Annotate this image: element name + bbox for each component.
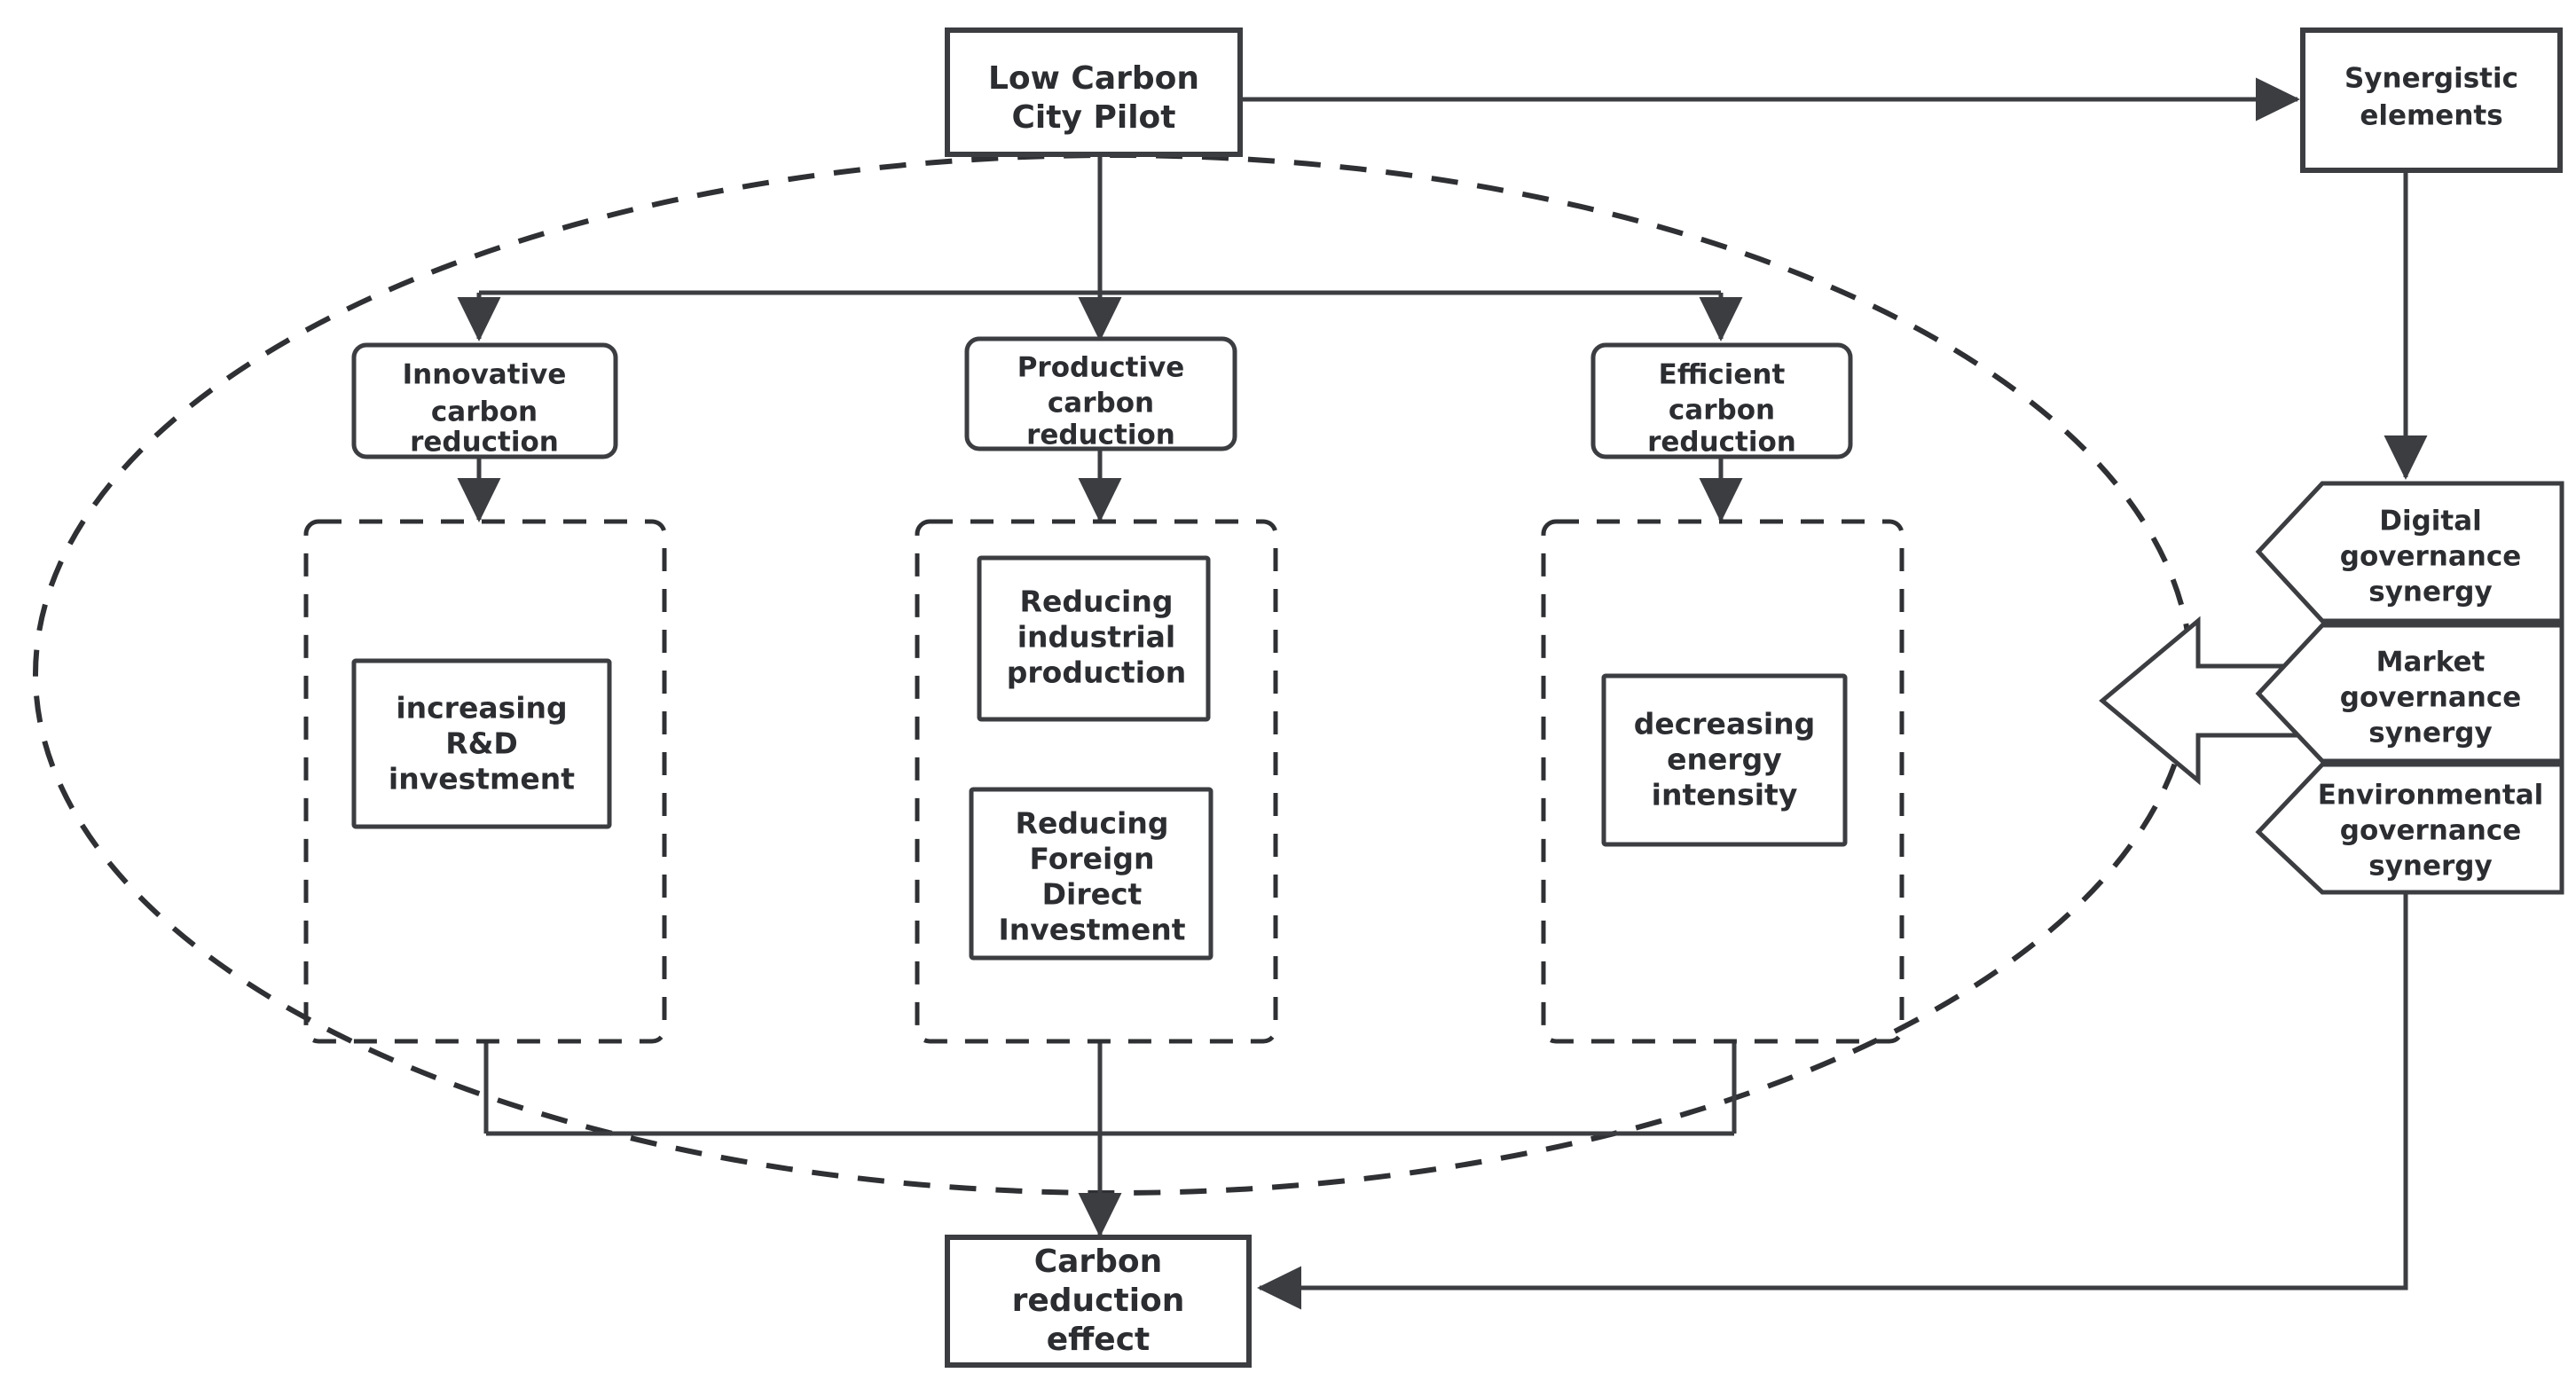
node-mech-2b-line-4: Investment (998, 913, 1185, 947)
node-channel-1-line-3: reduction (410, 427, 559, 459)
node-synergistic-line-2: elements (2360, 100, 2502, 132)
node-mech-2b-line-2: Foreign (1030, 842, 1155, 876)
node-reducing-foreign-direct-investment[interactable]: Reducing Foreign Direct Investment (969, 787, 1213, 961)
node-mech-3-line-1: decreasing (1634, 707, 1816, 741)
node-channel-1-line-1: Innovative (403, 359, 567, 391)
node-mech-3-line-3: intensity (1652, 778, 1798, 812)
innovative-mechanism-group (303, 519, 667, 1044)
node-synergy-2-line-3: synergy (2368, 718, 2492, 749)
node-carbon-reduction-effect[interactable]: Carbon reduction effect (945, 1235, 1252, 1368)
node-channel-2-line-3: reduction (1026, 420, 1175, 451)
node-digital-governance-synergy[interactable]: Digital governance synergy (2255, 481, 2564, 624)
efficient-mechanism-group (1541, 519, 1905, 1044)
node-reducing-industrial-production[interactable]: Reducing industrial production (977, 555, 1211, 722)
node-innovative-carbon-reduction[interactable]: Innovative carbon reduction (351, 342, 618, 459)
node-mech-1-line-2: R&D (445, 726, 518, 761)
node-channel-1-line-2: carbon (431, 396, 538, 428)
node-decreasing-energy-intensity[interactable]: decreasing energy intensity (1601, 673, 1848, 847)
node-synergistic-elements[interactable]: Synergistic elements (2300, 27, 2563, 173)
node-mech-2a-line-1: Reducing (1020, 585, 1174, 619)
node-synergy-3-line-2: governance (2340, 815, 2521, 847)
connector-root-fanout (457, 154, 1743, 342)
node-root-line-1: Low Carbon (988, 60, 1199, 97)
node-mech-2a-line-2: industrial (1017, 620, 1176, 655)
connector-synergy-to-outcome (1256, 890, 2408, 1310)
node-increasing-rd-investment[interactable]: increasing R&D investment (351, 658, 612, 829)
node-mech-2b-line-1: Reducing (1016, 806, 1169, 841)
node-channel-2-line-1: Productive (1017, 352, 1185, 384)
node-synergy-3-line-3: synergy (2368, 851, 2492, 883)
node-efficient-carbon-reduction[interactable]: Efficient carbon reduction (1590, 342, 1853, 459)
node-mech-3-line-2: energy (1667, 742, 1782, 777)
node-synergy-1-line-1: Digital (2379, 506, 2482, 537)
node-root-line-2: City Pilot (1012, 99, 1176, 136)
node-synergy-3-line-1: Environmental (2318, 780, 2544, 812)
node-synergy-1-line-3: synergy (2368, 577, 2492, 608)
node-channel-3-line-2: carbon (1669, 395, 1775, 427)
productive-mechanism-group (915, 519, 1278, 1044)
node-outcome-line-2: reduction (1012, 1283, 1185, 1319)
node-channel-3-line-1: Efficient (1659, 359, 1786, 391)
node-channel-3-line-3: reduction (1647, 427, 1796, 459)
node-channel-2-line-2: carbon (1048, 388, 1154, 420)
node-environmental-governance-synergy[interactable]: Environmental governance synergy (2255, 762, 2564, 895)
connector-groups-to-outcome (483, 1042, 1737, 1238)
node-low-carbon-city-pilot[interactable]: Low Carbon City Pilot (945, 27, 1243, 157)
node-synergy-1-line-2: governance (2340, 541, 2521, 573)
node-market-governance-synergy[interactable]: Market governance synergy (2255, 623, 2564, 764)
node-synergistic-line-1: Synergistic (2344, 63, 2518, 95)
node-mech-2b-line-3: Direct (1042, 877, 1143, 912)
node-outcome-line-3: effect (1047, 1322, 1151, 1358)
node-synergy-2-line-1: Market (2376, 647, 2486, 679)
node-mech-2a-line-3: production (1007, 655, 1187, 690)
node-synergy-2-line-2: governance (2340, 682, 2521, 714)
node-outcome-line-1: Carbon (1034, 1244, 1163, 1280)
node-mech-1-line-3: investment (389, 762, 575, 796)
node-mech-1-line-1: increasing (396, 691, 567, 726)
node-productive-carbon-reduction[interactable]: Productive carbon reduction (964, 336, 1237, 451)
